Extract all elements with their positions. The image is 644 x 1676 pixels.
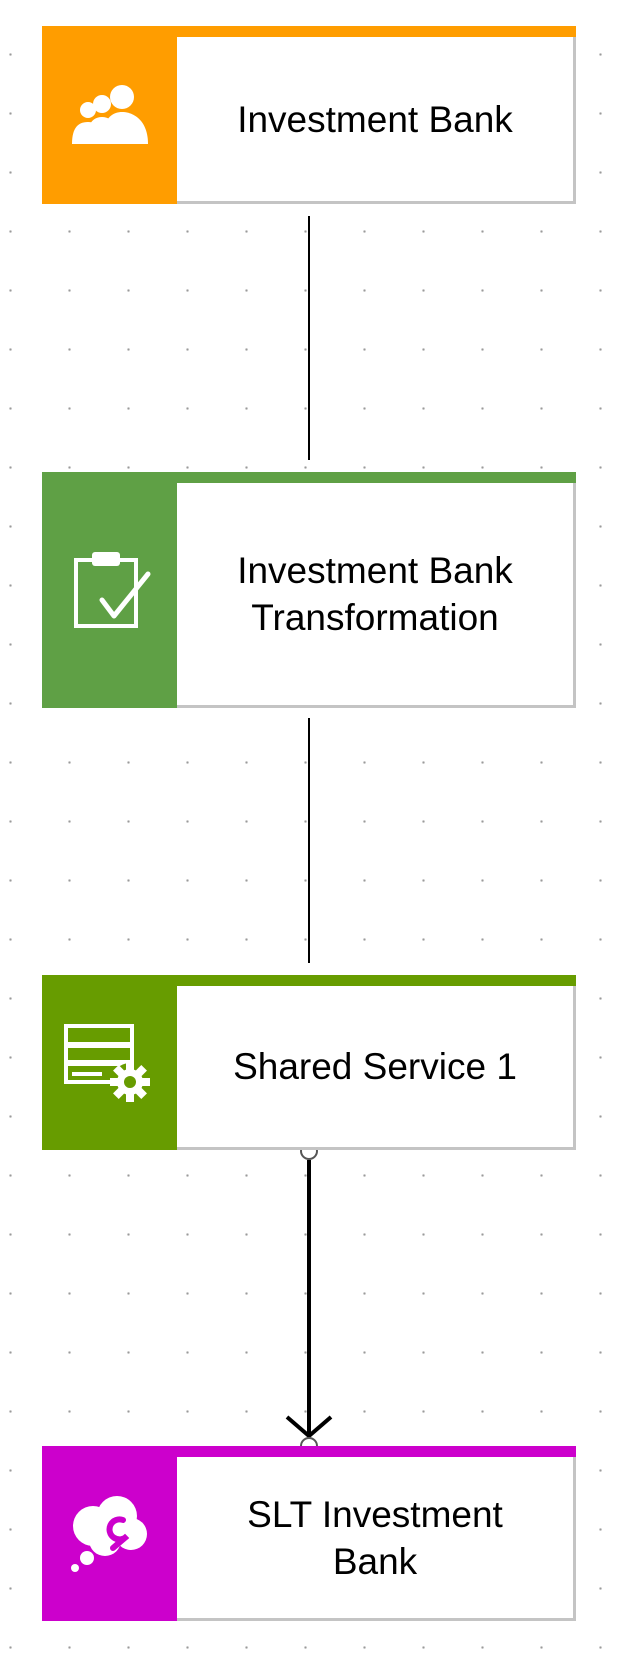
node-label: Investment Bank	[237, 98, 513, 140]
server-gear-icon	[63, 1023, 150, 1102]
node-accent-bar	[42, 26, 576, 37]
node-investment-bank-transformation[interactable]: Investment Bank Transformation	[42, 472, 576, 708]
node-slt-investment-bank[interactable]: SLT Investment Bank	[42, 1446, 576, 1621]
node-label: Shared Service 1	[233, 1046, 517, 1087]
people-group-icon	[71, 85, 148, 144]
node-icon-panel	[42, 1446, 177, 1621]
node-accent-bar	[42, 975, 576, 986]
node-shared-service-1[interactable]: Shared Service 1	[42, 975, 576, 1150]
node-accent-bar	[42, 1446, 576, 1457]
node-label: Investment Bank Transformation	[237, 550, 513, 638]
node-icon-panel	[42, 472, 177, 708]
clipboard-check-icon	[73, 552, 150, 628]
node-icon-panel	[42, 975, 177, 1150]
node-investment-bank[interactable]: Investment Bank	[42, 26, 576, 204]
node-accent-bar	[42, 472, 576, 483]
arrowhead-icon	[285, 1415, 333, 1439]
node-label: SLT Investment Bank	[247, 1493, 503, 1582]
node-icon-panel	[42, 26, 177, 204]
cloud-wrench-icon	[70, 1495, 147, 1572]
